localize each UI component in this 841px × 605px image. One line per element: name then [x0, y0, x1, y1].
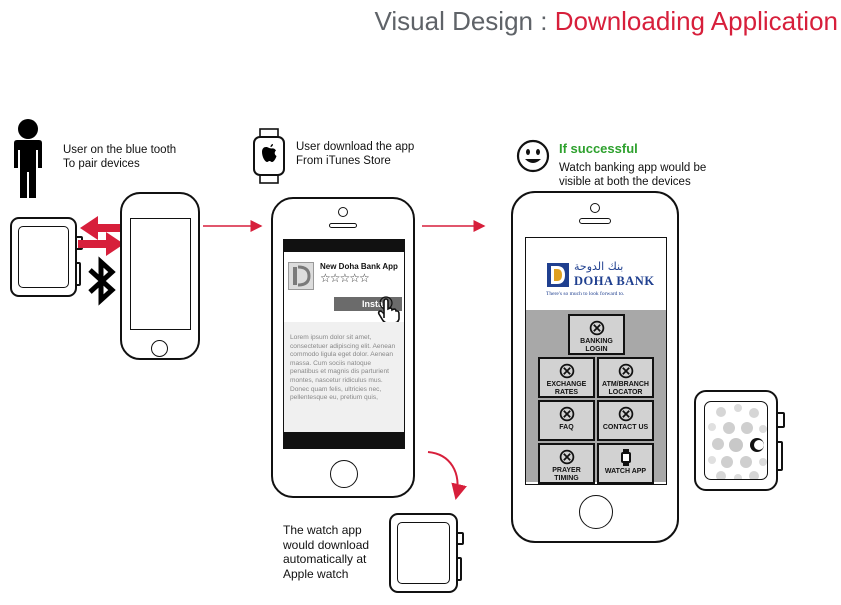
step3-caption-line3: automatically at	[283, 552, 367, 566]
app-rating: ☆☆☆☆☆	[320, 271, 370, 285]
x-circle-icon	[618, 406, 634, 422]
home-button	[579, 495, 613, 529]
bottom-bar	[284, 432, 404, 448]
hand-pointer-icon	[377, 296, 400, 324]
atm-locator-label: ATM/BRANCH LOCATOR	[602, 381, 649, 396]
app-icon	[288, 262, 314, 290]
step3-caption-line2: would download	[283, 537, 370, 552]
step1-caption-line1: User on the blue tooth	[63, 144, 177, 156]
step3-caption: The watch app would download automatical…	[283, 523, 369, 581]
curved-arrow-icon	[427, 451, 467, 500]
appstore-screen: New Doha Bank App ☆☆☆☆☆ Install Lorem ip…	[283, 239, 405, 449]
step2-caption-line2: From iTunes Store	[296, 155, 391, 167]
phone-speaker	[329, 223, 357, 228]
home-button	[151, 340, 168, 357]
step1-phone	[120, 192, 200, 360]
x-circle-icon	[589, 320, 605, 336]
atm-locator-button[interactable]: ATM/BRANCH LOCATOR	[597, 357, 654, 398]
watch-screen	[397, 522, 450, 584]
phone-camera	[590, 203, 600, 213]
prayer-timing-button[interactable]: PRAYER TIMING	[538, 443, 595, 484]
step3-caption-line4: Apple watch	[283, 566, 349, 581]
x-circle-icon	[559, 449, 575, 465]
watch-button	[75, 262, 81, 286]
title-highlight: Downloading Application	[554, 6, 838, 36]
step4-caption-line2: visible at both the devices	[559, 176, 691, 188]
phone-camera	[338, 207, 348, 217]
watch-glyph-icon	[620, 449, 631, 466]
app-description: Lorem ipsum dolor sit amet, consectetuer…	[290, 334, 396, 402]
banking-app-screen: بنك الدوحة DOHA BANK There's so much to …	[525, 237, 667, 485]
faq-label: FAQ	[559, 424, 574, 431]
brand-tagline: There's so much to look forward to.	[546, 291, 625, 297]
step2-phone: New Doha Bank App ☆☆☆☆☆ Install Lorem ip…	[271, 197, 415, 498]
x-circle-icon	[618, 363, 634, 379]
contact-us-label: CONTACT US	[602, 424, 649, 431]
flow-arrow-2	[422, 220, 486, 232]
exchange-rates-button[interactable]: EXCHANGE RATES	[538, 357, 595, 398]
x-circle-icon	[559, 363, 575, 379]
title-prefix: Visual Design	[374, 6, 534, 36]
step4-caption-line1: Watch banking app would be	[559, 162, 707, 174]
watch-app-label: WATCH APP	[604, 468, 647, 475]
menu-area: BANKING LOGIN EXCHANGE RATES ATM/BRANCH …	[526, 310, 666, 484]
phone-speaker	[579, 218, 611, 224]
title-separator: :	[533, 6, 555, 36]
watch-button	[776, 441, 783, 471]
watch-crown	[776, 412, 785, 428]
description-panel: Lorem ipsum dolor sit amet, consectetuer…	[284, 322, 404, 432]
brand-arabic: بنك الدوحة	[574, 260, 624, 273]
step3-caption-line1: The watch app	[283, 523, 362, 537]
step2-caption-line1: User download the app	[296, 141, 415, 153]
watch-app-grid	[704, 401, 768, 480]
status-success: If successful	[559, 141, 638, 156]
step1-caption: User on the blue tooth To pair devices	[63, 143, 176, 171]
exchange-rates-label: EXCHANGE RATES	[546, 381, 587, 396]
step2-caption: User download the app From iTunes Store	[296, 140, 414, 168]
step4-watch	[694, 390, 778, 491]
person-icon	[14, 119, 42, 198]
status-bar	[284, 240, 404, 252]
watch-screen	[18, 226, 69, 288]
step3-watch	[389, 513, 458, 593]
doha-bank-logo: بنك الدوحة DOHA BANK There's so much to …	[526, 238, 666, 304]
prayer-timing-label: PRAYER TIMING	[552, 467, 581, 482]
step1-caption-line2: To pair devices	[63, 158, 140, 170]
bluetooth-icon	[88, 256, 116, 306]
faq-button[interactable]: FAQ	[538, 400, 595, 441]
watch-app-bubbles	[708, 404, 767, 479]
smiley-icon	[516, 139, 550, 173]
x-circle-icon	[559, 406, 575, 422]
step1-watch	[10, 217, 77, 297]
app-name: New Doha Bank App	[320, 262, 398, 271]
watch-crown	[456, 532, 464, 545]
step4-caption: Watch banking app would be visible at bo…	[559, 161, 706, 189]
step4-phone: بنك الدوحة DOHA BANK There's so much to …	[511, 191, 679, 543]
flow-arrow-1	[203, 220, 263, 232]
watch-button	[456, 557, 462, 581]
phone-screen	[130, 218, 191, 330]
pairing-arrows-icon	[78, 216, 126, 256]
home-button	[330, 460, 358, 488]
apple-watch-icon	[253, 128, 285, 184]
watch-app-button[interactable]: WATCH APP	[597, 443, 654, 484]
banking-login-button[interactable]: BANKING LOGIN	[568, 314, 625, 355]
doha-bank-emblem	[547, 263, 569, 287]
page-title: Visual Design : Downloading Application	[0, 6, 839, 37]
contact-us-button[interactable]: CONTACT US	[597, 400, 654, 441]
banking-login-label: BANKING LOGIN	[580, 338, 613, 353]
brand-name: DOHA BANK	[574, 274, 655, 288]
